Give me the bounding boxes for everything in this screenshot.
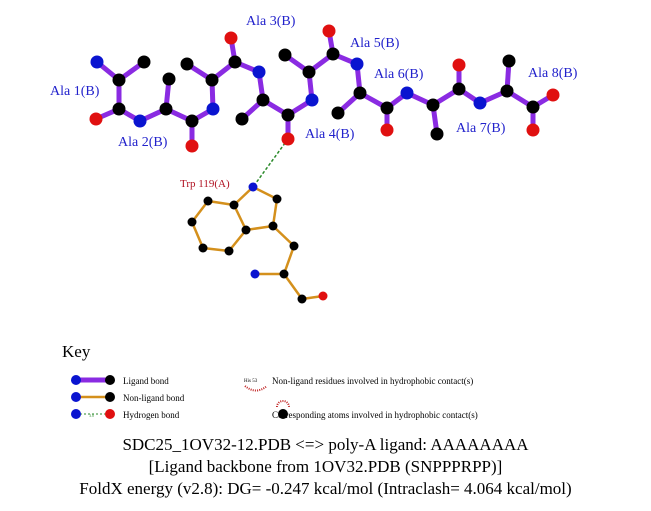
ligand-atom-n1 bbox=[90, 55, 104, 69]
ligand-atom-cb5 bbox=[278, 48, 292, 62]
ligand-atom-ox bbox=[546, 88, 560, 102]
trp-atom-n bbox=[250, 269, 260, 279]
trp-atom-ch2 bbox=[187, 217, 197, 227]
ligand-atom-ca2 bbox=[159, 102, 173, 116]
ligand-atom-o7 bbox=[452, 58, 466, 72]
ligand-atom-cb1 bbox=[137, 55, 151, 69]
key-hydrophobic-arc-icon bbox=[244, 385, 268, 392]
key-nonligand-bond: Non-ligand bond bbox=[123, 393, 185, 403]
ligand-atom-c8 bbox=[526, 100, 540, 114]
nonligand-bond bbox=[282, 245, 296, 275]
key-c-atom bbox=[105, 375, 115, 385]
ligand-atom-n3 bbox=[206, 102, 220, 116]
label-ala2: Ala 2(B) bbox=[118, 135, 168, 150]
label-ala6: Ala 6(B) bbox=[374, 67, 424, 82]
ligand-atom-ca1 bbox=[112, 73, 126, 87]
ligand-atom-ca4 bbox=[256, 93, 270, 107]
nonligand-bond bbox=[271, 198, 279, 227]
trp-atom-o bbox=[318, 291, 328, 301]
nonligand-bond bbox=[272, 225, 295, 247]
key-c-atom bbox=[105, 392, 115, 402]
ligand-atom-c3 bbox=[228, 55, 242, 69]
trp-atom-c bbox=[297, 294, 307, 304]
nonligand-bond bbox=[190, 221, 205, 249]
trp-atom-cz2 bbox=[203, 196, 213, 206]
ligand-atom-cb4 bbox=[235, 112, 249, 126]
key-hydrophobic-atom-rays-icon bbox=[276, 400, 290, 408]
key-hbond-length: 3.0 bbox=[89, 413, 94, 418]
trp-atom-cg bbox=[268, 221, 278, 231]
key-n-atom bbox=[71, 375, 81, 385]
trp-atom-cb bbox=[289, 241, 299, 251]
nonligand-bond bbox=[245, 224, 274, 232]
ligand-atom-c4 bbox=[281, 108, 295, 122]
ligand-atom-o3 bbox=[224, 31, 238, 45]
ligand-atom-c6 bbox=[380, 101, 394, 115]
key-hydrophobic-residues: Non-ligand residues involved in hydropho… bbox=[272, 376, 474, 386]
label-ala3: Ala 3(B) bbox=[246, 14, 296, 29]
label-ala4: Ala 4(B) bbox=[305, 127, 355, 142]
ligand-atom-cb7 bbox=[430, 127, 444, 141]
ligand-atom-n2 bbox=[133, 114, 147, 128]
trp-atom-ca bbox=[279, 269, 289, 279]
key-ligand-bond: Ligand bond bbox=[123, 376, 169, 386]
key-hydrophobic-atom bbox=[278, 409, 288, 419]
key-hbond: Hydrogen bond bbox=[123, 410, 180, 420]
trp-atom-ce2 bbox=[229, 200, 239, 210]
ligand-atom-c7 bbox=[452, 82, 466, 96]
ligand-atom-ca8 bbox=[500, 84, 514, 98]
ligand-atom-ca3 bbox=[205, 73, 219, 87]
key-n-atom bbox=[71, 409, 81, 419]
nonligand-bond bbox=[228, 229, 247, 252]
footer-line2: [Ligand backbone from 1OV32.PDB (SNPPPRP… bbox=[148, 457, 503, 476]
key-title: Key bbox=[62, 342, 91, 361]
hydrogen-bond bbox=[252, 138, 289, 188]
ligand-atom-ca6 bbox=[353, 86, 367, 100]
ligand-atom-o8 bbox=[526, 123, 540, 137]
label-ala1: Ala 1(B) bbox=[50, 84, 100, 99]
label-ala8: Ala 8(B) bbox=[528, 66, 578, 81]
trp-atom-cd2 bbox=[241, 225, 251, 235]
label-ala5: Ala 5(B) bbox=[350, 36, 400, 51]
trp-atom-ce3 bbox=[224, 246, 234, 256]
ligand-atom-cb6 bbox=[331, 106, 345, 120]
nonligand-bond bbox=[232, 204, 248, 231]
ligand-atom-c1 bbox=[112, 102, 126, 116]
ligand-atom-cb8 bbox=[502, 54, 516, 68]
ligand-atom-o5 bbox=[322, 24, 336, 38]
ligand-atom-n4 bbox=[252, 65, 266, 79]
label-ala7: Ala 7(B) bbox=[456, 121, 506, 136]
ligand-atom-ca5 bbox=[302, 65, 316, 79]
ligand-atom-n7 bbox=[400, 86, 414, 100]
ligand-atom-ca7 bbox=[426, 98, 440, 112]
footer-line3: FoldX energy (v2.8): DG= -0.247 kcal/mol… bbox=[79, 479, 572, 498]
key-o-atom bbox=[105, 409, 115, 419]
ligand-atom-o6 bbox=[380, 123, 394, 137]
trp-atom-cd1 bbox=[272, 194, 282, 204]
ligand-atom-n8 bbox=[473, 96, 487, 110]
ligand-atom-c5 bbox=[326, 47, 340, 61]
label-trp119: Trp 119(A) bbox=[180, 178, 230, 190]
ligand-atom-o4 bbox=[281, 132, 295, 146]
ligand-atom-o1 bbox=[89, 112, 103, 126]
ligand-atom-n6 bbox=[350, 57, 364, 71]
nonligand-bond bbox=[282, 273, 304, 300]
key-his53: His 53 bbox=[244, 379, 258, 384]
key-n-atom bbox=[71, 392, 81, 402]
ligand-atom-cb2 bbox=[162, 72, 176, 86]
key-hydrophobic-atoms: Corresponding atoms involved in hydropho… bbox=[272, 410, 478, 420]
ligand-atom-cb3 bbox=[180, 57, 194, 71]
ligand-atom-n5 bbox=[305, 93, 319, 107]
ligand-atom-o2 bbox=[185, 139, 199, 153]
trp-atom-cz3 bbox=[198, 243, 208, 253]
ligand-atom-c2 bbox=[185, 114, 199, 128]
trp-atom-ne1 bbox=[248, 182, 258, 192]
footer-line1: SDC25_1OV32-12.PDB <=> poly-A ligand: AA… bbox=[122, 435, 529, 454]
